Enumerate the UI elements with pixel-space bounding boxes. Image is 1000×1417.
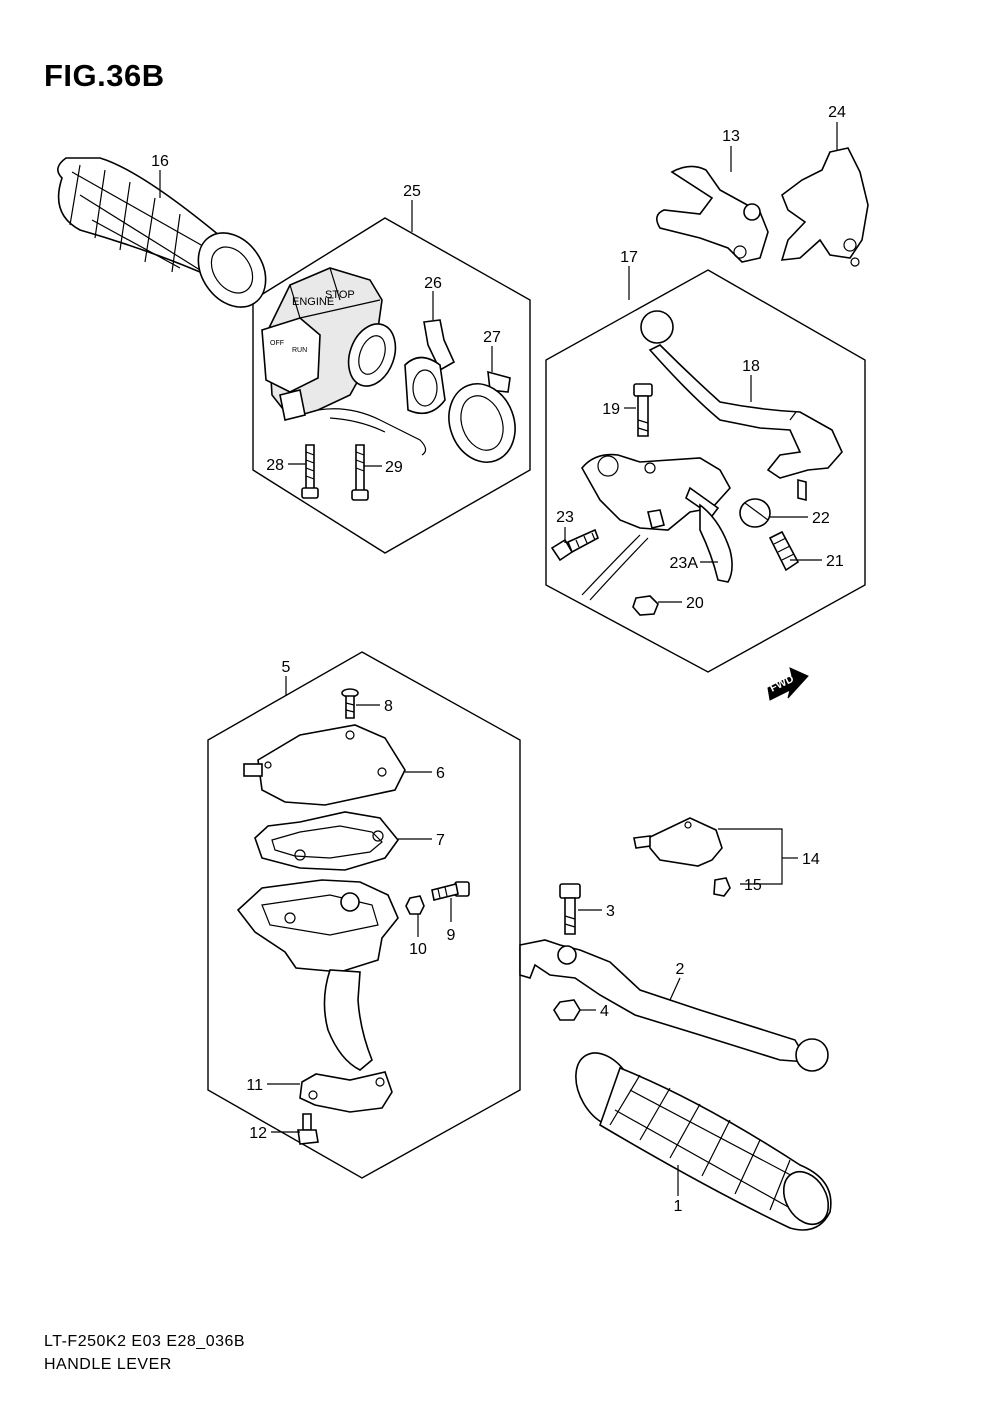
- forward-arrow-icon: FWD: [767, 667, 809, 701]
- callout-25: 25: [403, 183, 421, 200]
- group-frame-5: [207, 651, 521, 1179]
- callout-4: 4: [600, 1003, 609, 1020]
- throttle-lever-part-26: [404, 319, 456, 415]
- switch-label-stop: STOP: [325, 289, 355, 301]
- pivot-bolt-part-19: [633, 383, 653, 437]
- bracket-part-11: [299, 1071, 393, 1113]
- callout-12: 12: [249, 1125, 267, 1142]
- callout-6: 6: [436, 765, 445, 782]
- master-cylinder-body-lower: [236, 879, 399, 1071]
- cap-part-22: [739, 498, 771, 528]
- nut-part-20: [632, 595, 659, 616]
- switch-label-off: OFF: [270, 340, 284, 347]
- screw-part-15: [713, 877, 731, 897]
- callout-23: 23: [556, 509, 574, 526]
- group-frame-17: [545, 269, 866, 673]
- callout-8: 8: [384, 698, 393, 715]
- grip-right-part-1: [575, 1052, 832, 1231]
- boot-part-21: [768, 530, 800, 572]
- callout-13: 13: [722, 128, 740, 145]
- callout-9: 9: [447, 927, 456, 944]
- callout-3: 3: [606, 903, 615, 920]
- figure-code: LT-F250K2 E03 E28_036B: [44, 1333, 246, 1350]
- handlebar-switch-part-25: ENGINE STOP OFF RUN: [261, 267, 427, 456]
- callout-1: 1: [674, 1198, 683, 1215]
- callout-23a: 23A: [670, 555, 699, 572]
- brake-switch-part-14: [633, 817, 723, 867]
- grip-left-part-16: [57, 157, 267, 308]
- callout-28: 28: [266, 457, 284, 474]
- lever-part-2: [519, 939, 829, 1072]
- bolt-part-23: [550, 528, 599, 562]
- callout-17: 17: [620, 249, 638, 266]
- callout-11: 11: [246, 1077, 263, 1094]
- diaphragm-part-7: [254, 811, 400, 871]
- callout-10: 10: [409, 941, 427, 958]
- callout-22: 22: [812, 510, 830, 527]
- callout-16: 16: [151, 153, 169, 170]
- callout-7: 7: [436, 832, 445, 849]
- pipe-line: [581, 534, 649, 601]
- screw-part-28: [301, 444, 319, 499]
- callout-26: 26: [424, 275, 442, 292]
- master-cylinder-body: [581, 453, 733, 583]
- callout-19: 19: [602, 401, 620, 418]
- callout-5: 5: [282, 659, 291, 676]
- bolt-part-12: [297, 1113, 319, 1145]
- housing-clamp-part-27: [448, 370, 516, 463]
- screw-part-29: [351, 444, 369, 501]
- callout-14: 14: [802, 851, 820, 868]
- bracket-part-13: [656, 165, 769, 263]
- figure-title: FIG.36B: [44, 58, 165, 93]
- callout-21: 21: [826, 553, 844, 570]
- callout-2: 2: [676, 961, 685, 978]
- cover-part-24: [780, 147, 869, 267]
- callout-27: 27: [483, 329, 501, 346]
- callout-29: 29: [385, 459, 403, 476]
- screw-part-8: [341, 688, 359, 719]
- switch-part-23a: [647, 509, 665, 529]
- callout-24: 24: [828, 104, 846, 121]
- figure-name: HANDLE LEVER: [44, 1356, 172, 1373]
- switch-label-run: RUN: [292, 347, 307, 354]
- bolt-part-9: [431, 881, 470, 901]
- nut-part-4: [553, 999, 581, 1021]
- leader-lines: [159, 122, 838, 1196]
- reservoir-cap-part-6: [243, 724, 406, 806]
- switch-label-engine: ENGINE: [292, 296, 334, 308]
- callout-labels: 16 25 26 27 28 29 13 24 17 18 19 23 22 2…: [151, 104, 846, 1215]
- pivot-bolt-part-3: [559, 883, 581, 935]
- nut-part-10: [405, 895, 425, 915]
- lever-part-18: [640, 310, 843, 502]
- callout-15: 15: [744, 877, 762, 894]
- callout-20: 20: [686, 595, 704, 612]
- callout-18: 18: [742, 358, 760, 375]
